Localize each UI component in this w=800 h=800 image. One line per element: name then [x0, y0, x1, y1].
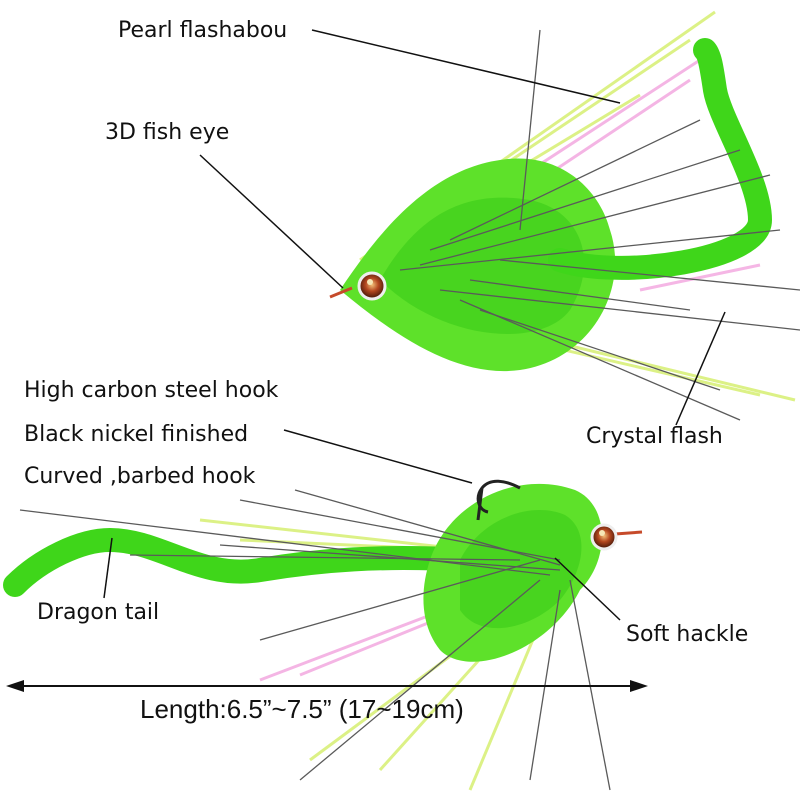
hook-finish-label: Black nickel finished	[24, 422, 249, 447]
leader-dragon-tail	[103, 537, 113, 599]
leader-hook	[283, 429, 473, 484]
upper-chenille-tail	[548, 38, 773, 280]
upper-fish-eye	[357, 271, 387, 301]
lower-fly	[3, 479, 643, 791]
lower-fish-eye	[590, 523, 618, 551]
leader-pearl-flashabou	[311, 29, 621, 104]
leader-fish-eye	[199, 154, 344, 289]
crystal-flash-label: Crystal flash	[586, 424, 723, 449]
upper-fly	[329, 10, 800, 421]
hook-shape-label: Curved ,barbed hook	[24, 464, 256, 489]
length-arrow	[6, 680, 648, 692]
dragon-tail-label: Dragon tail	[37, 600, 160, 625]
hook-material-label: High carbon steel hook	[24, 378, 279, 403]
soft-hackle-label: Soft hackle	[626, 622, 749, 647]
leader-soft-hackle	[554, 557, 621, 621]
lower-chenille-tail	[3, 527, 482, 597]
fish-eye-label: 3D fish eye	[105, 120, 230, 145]
leader-crystal-flash	[675, 311, 726, 426]
leader-lines	[103, 29, 726, 621]
length-label: Length:6.5”~7.5” (17~19cm)	[140, 694, 464, 724]
pearl-flashabou-label: Pearl flashabou	[118, 18, 288, 43]
